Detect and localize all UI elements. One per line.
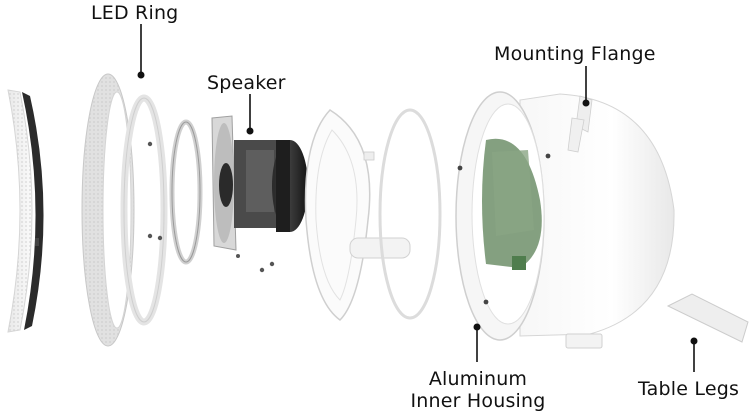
housing-part bbox=[455, 91, 675, 341]
mounting-ring bbox=[120, 94, 168, 326]
black-backing-disc bbox=[22, 92, 44, 330]
label-speaker: Speaker bbox=[207, 72, 286, 94]
front-grille bbox=[7, 89, 33, 333]
seal-ring bbox=[378, 108, 442, 320]
small-bracket bbox=[565, 333, 603, 349]
label-aluminum-inner-housing: Aluminum Inner Housing bbox=[388, 368, 568, 412]
speaker-part bbox=[211, 115, 308, 273]
table-leg-part bbox=[666, 293, 749, 343]
label-aluminum-line-1: Aluminum bbox=[428, 368, 528, 390]
leader-lines bbox=[140, 24, 695, 372]
mounting-plate bbox=[304, 109, 411, 321]
gasket-ring bbox=[169, 119, 203, 265]
label-mounting-flange: Mounting Flange bbox=[494, 43, 656, 65]
label-aluminum-line-2: Inner Housing bbox=[410, 390, 546, 412]
label-led-ring: LED Ring bbox=[91, 2, 179, 24]
label-table-legs: Table Legs bbox=[638, 378, 740, 400]
leader-dots bbox=[137, 71, 698, 345]
